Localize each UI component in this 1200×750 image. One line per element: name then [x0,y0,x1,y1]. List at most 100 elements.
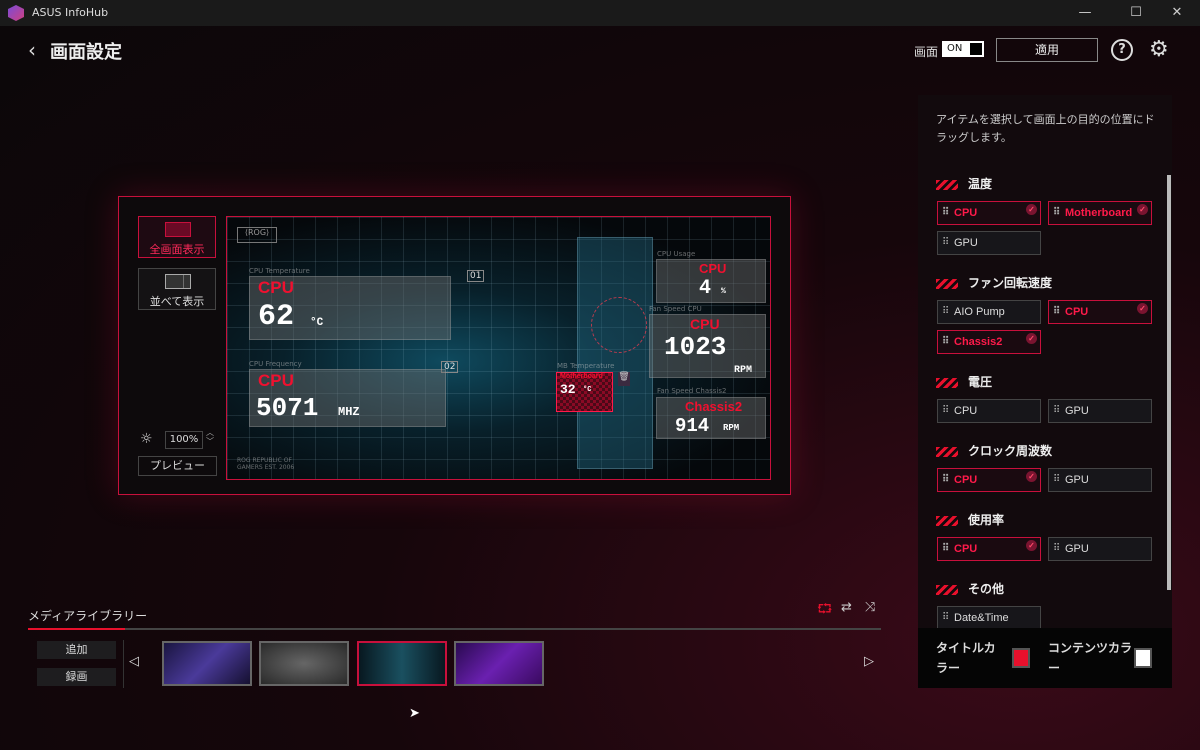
brightness-icon: ☼ [140,431,153,447]
center-panel [577,237,653,469]
widget-number: 01 [467,270,485,282]
section-title: クロック周波数 [968,444,1053,458]
rog-text: ROG REPUBLIC OF GAMERS EST. 2006 [237,457,295,471]
back-icon[interactable]: ‹ [28,38,36,62]
section-header: 温度 [936,175,992,192]
widget-number: 02 [441,361,459,373]
item-chip[interactable]: GPU [1048,537,1152,561]
item-chip[interactable]: Chassis2 ✓ [937,330,1041,354]
item-label: CPU [954,474,978,486]
item-chip[interactable]: GPU [1048,468,1152,492]
side-by-side-label: 並べて表示 [149,295,205,308]
item-label: GPU [1065,543,1089,555]
record-button[interactable]: 録画 [37,668,116,686]
next-arrow-icon[interactable]: ▷ [864,654,874,669]
add-button[interactable]: 追加 [37,641,116,659]
panel-scrollbar[interactable] [1167,175,1171,590]
minimize-button[interactable]: — [1078,5,1092,20]
hud-grid [227,217,770,479]
section-stripe-icon [936,584,958,595]
gear-icon[interactable]: ⚙ [1149,37,1169,62]
item-chip[interactable]: CPU✓ [1048,300,1152,324]
crosshair-icon [591,297,647,353]
item-chip[interactable]: Motherboard ✓ [1048,201,1152,225]
preview-button[interactable]: プレビュー [138,456,217,476]
cpu-temp-label: CPU Temperature [249,267,310,275]
media-thumbnail[interactable] [162,641,252,686]
widget-unit: RPM [723,423,740,433]
close-button[interactable]: ✕ [1171,5,1183,20]
item-chip[interactable]: CPU✓ [937,537,1041,561]
screen-label: 画面 [914,45,939,59]
item-chip[interactable]: AIO Pump [937,300,1041,324]
widget-title: CPU [258,278,294,297]
check-icon: ✓ [1137,204,1148,215]
media-thumbnail[interactable] [259,641,349,686]
item-chip[interactable]: CPU✓ [937,201,1041,225]
screen-toggle[interactable]: ON [942,41,984,57]
section-stripe-icon [936,278,958,289]
cpu-freq-label: CPU Frequency [249,360,302,368]
content-color-swatch[interactable] [1134,648,1152,668]
widget-unit: °C [310,317,324,329]
fullscreen-button[interactable]: 全画面表示 [138,216,216,258]
repeat-icon[interactable]: ⇄ [841,600,852,615]
item-label: CPU [954,543,978,555]
item-chip[interactable]: Date&Time [937,606,1041,630]
widget-unit: % [721,287,726,296]
check-icon: ✓ [1137,303,1148,314]
widget-title: Chassis2 [685,399,743,414]
widget-unit: °C [583,386,592,394]
media-thumbnail[interactable] [454,641,544,686]
widget-value: 62 [258,300,295,334]
title-color-swatch[interactable] [1012,648,1030,668]
widget-title: CPU [699,261,727,276]
item-chip[interactable]: GPU [1048,399,1152,423]
help-icon[interactable]: ? [1111,39,1133,61]
media-thumbnail-selected[interactable] [357,641,447,686]
check-icon: ✓ [1026,471,1037,482]
item-chip[interactable]: GPU [937,231,1041,255]
apply-button[interactable]: 適用 [996,38,1098,62]
item-label: Chassis2 [954,336,1003,348]
widget-unit: RPM [734,365,753,376]
cpu-temp-widget[interactable]: CPU 62 °C [249,276,451,340]
fullscreen-label: 全画面表示 [149,243,205,256]
item-panel: アイテムを選択して画面上の目的の位置にドラッグします。 温度CPU✓Mother… [918,95,1172,688]
content-color-label: コンテンツカラー [1048,641,1133,675]
widget-value: 32 [560,382,576,397]
fan-chassis-widget[interactable]: Chassis2 914 RPM [656,397,766,439]
fan-cpu-widget[interactable]: CPU 1023 RPM [649,314,766,378]
item-label: AIO Pump [954,306,1005,318]
shuffle-icon[interactable]: ⤨ [865,600,876,615]
mb-temp-widget[interactable]: Motherboard 32 °C [556,372,613,412]
item-chip[interactable]: CPU ✓ [937,468,1041,492]
brightness-input[interactable]: 100% [165,431,203,449]
item-chip[interactable]: CPU [937,399,1041,423]
divider [123,640,124,688]
item-label: GPU [954,237,978,249]
item-label: Date&Time [954,612,1009,624]
repeat-one-icon[interactable]: ⮔ [817,602,833,617]
check-icon: ✓ [1026,204,1037,215]
delete-icon[interactable]: 🗑 [618,372,630,386]
mb-temp-label: MB Temperature [557,362,615,370]
app-logo-icon [8,5,24,21]
item-label: Motherboard [1065,207,1133,219]
section-header: その他 [936,580,1004,597]
widget-value: 5071 [256,393,319,423]
section-title: 使用率 [968,513,1005,527]
side-by-side-button[interactable]: 並べて表示 [138,268,216,310]
section-title: ファン回転速度 [968,276,1053,290]
maximize-button[interactable]: ☐ [1130,5,1142,20]
rog-logo-icon: ⟨ROG⟩ [237,227,277,243]
brightness-stepper[interactable]: ︿﹀ [206,428,214,446]
cpu-freq-widget[interactable]: CPU 5071 MHZ [249,369,446,427]
screen-preview: ⟨ROG⟩ CPU Temperature 01 CPU 62 °C CPU F… [226,216,771,480]
check-icon: ✓ [1026,333,1037,344]
mouse-cursor-icon: ➤ [409,706,420,721]
cpu-usage-widget[interactable]: CPU 4 % [656,259,766,303]
section-stripe-icon [936,377,958,388]
item-label: GPU [1065,474,1089,486]
prev-arrow-icon[interactable]: ◁ [129,654,139,669]
